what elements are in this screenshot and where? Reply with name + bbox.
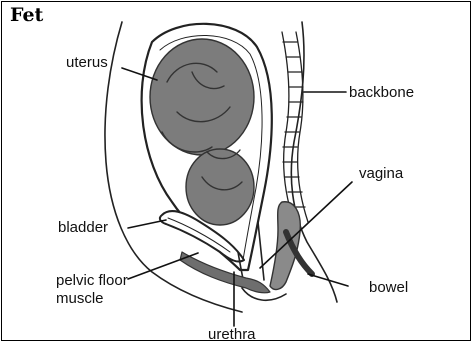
label-vagina: vagina [359,166,403,182]
bowel-shape [270,202,300,290]
label-pelvic-floor: pelvic floor muscle [56,273,128,307]
pelvic-floor-shape [180,252,270,293]
label-bladder: bladder [58,220,108,236]
fetus-shape [150,39,254,225]
page-title: Fet [10,4,43,26]
label-urethra: urethra [208,327,256,341]
label-backbone: backbone [349,85,414,101]
vagina-shape [258,222,264,280]
label-bowel: bowel [369,280,408,296]
label-uterus: uterus [66,55,108,71]
label-pelvic-floor-line1: pelvic floor [56,273,128,289]
label-pelvic-floor-line2: muscle [56,291,128,307]
